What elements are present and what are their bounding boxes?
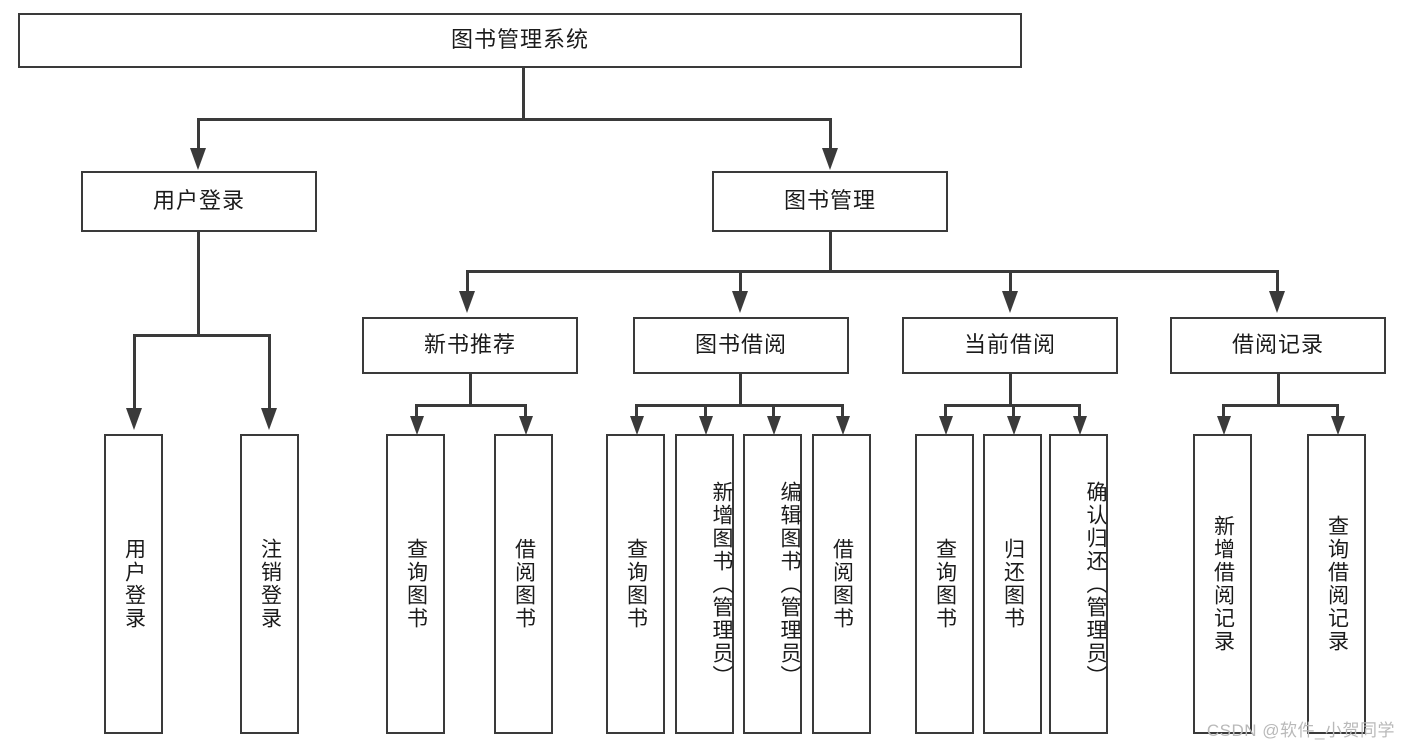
arrow-to-new-book-recommend [459, 291, 475, 313]
connector-nbr-stem [469, 374, 472, 406]
leaf-cb-confirm-return[interactable]: 确认归还（管理员） [1049, 434, 1108, 734]
leaf-br-add-record[interactable]: 新增借阅记录 [1193, 434, 1252, 734]
node-book-manage[interactable]: 图书管理 [712, 171, 948, 232]
connector-level2-drop-left [197, 118, 200, 150]
leaf-bb-query-book[interactable]: 查询图书 [606, 434, 665, 734]
leaf-user-login[interactable]: 用户登录 [104, 434, 163, 734]
connector-bb-drop-1 [635, 404, 638, 418]
connector-user-login-drop-1 [133, 334, 136, 409]
node-root[interactable]: 图书管理系统 [18, 13, 1022, 68]
leaf-nbr-borrow-book[interactable]: 借阅图书 [494, 434, 553, 734]
arrow-to-leaf-bb-add [699, 416, 713, 435]
leaf-cb-query-book-label: 查询图书 [933, 538, 957, 630]
connector-level3-drop-4 [1276, 270, 1279, 293]
arrow-to-book-borrow [732, 291, 748, 313]
arrow-to-book-manage [822, 148, 838, 170]
connector-nbr-drop-2 [524, 404, 527, 418]
node-user-login[interactable]: 用户登录 [81, 171, 317, 232]
connector-cb-drop-1 [944, 404, 947, 418]
leaf-br-query-record-label: 查询借阅记录 [1325, 515, 1349, 653]
connector-root-stem [522, 68, 525, 119]
connector-bb-drop-3 [772, 404, 775, 418]
leaf-cb-return-book-label: 归还图书 [1001, 538, 1025, 630]
leaf-nbr-query-book[interactable]: 查询图书 [386, 434, 445, 734]
leaf-nbr-query-book-label: 查询图书 [404, 538, 428, 630]
leaf-bb-query-book-label: 查询图书 [624, 538, 648, 630]
arrow-to-leaf-bb-edit [767, 416, 781, 435]
node-root-label: 图书管理系统 [450, 27, 589, 53]
connector-bb-drop-2 [704, 404, 707, 418]
arrow-to-leaf-bb-borrow [836, 416, 850, 435]
connector-br-stem [1277, 374, 1280, 406]
arrow-to-leaf-cb-return [1007, 416, 1021, 435]
leaf-bb-edit-book-label: 编辑图书（管理员） [778, 480, 801, 688]
leaf-cb-query-book[interactable]: 查询图书 [915, 434, 974, 734]
leaf-br-add-record-label: 新增借阅记录 [1211, 515, 1235, 653]
connector-cb-stem [1009, 374, 1012, 406]
arrow-to-borrow-record [1269, 291, 1285, 313]
connector-br-drop-1 [1222, 404, 1225, 418]
connector-user-login-stem [197, 232, 200, 336]
leaf-cb-confirm-return-label: 确认归还（管理员） [1084, 480, 1107, 688]
connector-nbr-bar [415, 404, 527, 407]
connector-level3-drop-2 [739, 270, 742, 293]
leaf-bb-edit-book[interactable]: 编辑图书（管理员） [743, 434, 802, 734]
leaf-bb-add-book[interactable]: 新增图书（管理员） [675, 434, 734, 734]
node-book-manage-label: 图书管理 [783, 188, 876, 214]
connector-level3-bar [466, 270, 1279, 273]
node-borrow-record-label: 借阅记录 [1231, 332, 1324, 358]
arrow-to-leaf-cb-query [939, 416, 953, 435]
arrow-to-leaf-cb-confirm [1073, 416, 1087, 435]
node-user-login-label: 用户登录 [152, 188, 245, 214]
node-borrow-record[interactable]: 借阅记录 [1170, 317, 1386, 374]
leaf-br-query-record[interactable]: 查询借阅记录 [1307, 434, 1366, 734]
csdn-watermark: CSDN @软件_小贺同学 [1206, 721, 1395, 740]
connector-bb-drop-4 [841, 404, 844, 418]
connector-cb-drop-2 [1012, 404, 1015, 418]
arrow-to-leaf-br-query [1331, 416, 1345, 435]
arrow-to-leaf-user-login [126, 408, 142, 430]
node-new-book-recommend[interactable]: 新书推荐 [362, 317, 578, 374]
arrow-to-user-login [190, 148, 206, 170]
connector-cb-drop-3 [1078, 404, 1081, 418]
connector-level2-bar [197, 118, 832, 121]
node-current-borrow-label: 当前借阅 [963, 332, 1056, 358]
arrow-to-current-borrow [1002, 291, 1018, 313]
leaf-bb-borrow-book-label: 借阅图书 [830, 538, 854, 630]
arrow-to-leaf-bb-query [630, 416, 644, 435]
node-current-borrow[interactable]: 当前借阅 [902, 317, 1118, 374]
connector-bb-stem [739, 374, 742, 406]
node-new-book-recommend-label: 新书推荐 [423, 332, 516, 358]
node-book-borrow-label: 图书借阅 [694, 332, 787, 358]
connector-bb-bar [635, 404, 844, 407]
connector-level3-drop-3 [1009, 270, 1012, 293]
leaf-bb-add-book-label: 新增图书（管理员） [710, 480, 733, 688]
node-book-borrow[interactable]: 图书借阅 [633, 317, 849, 374]
leaf-user-login-label: 用户登录 [122, 538, 146, 630]
connector-br-drop-2 [1336, 404, 1339, 418]
connector-br-bar [1222, 404, 1339, 407]
connector-nbr-drop-1 [415, 404, 418, 418]
connector-level2-drop-right [829, 118, 832, 150]
connector-level3-drop-1 [466, 270, 469, 293]
arrow-to-leaf-nbr-query [410, 416, 424, 435]
leaf-cb-return-book[interactable]: 归还图书 [983, 434, 1042, 734]
connector-user-login-drop-2 [268, 334, 271, 409]
leaf-logout-label: 注销登录 [258, 538, 282, 630]
arrow-to-leaf-nbr-borrow [519, 416, 533, 435]
connector-book-manage-stem [829, 232, 832, 272]
leaf-nbr-borrow-book-label: 借阅图书 [512, 538, 536, 630]
leaf-bb-borrow-book[interactable]: 借阅图书 [812, 434, 871, 734]
connector-user-login-bar [133, 334, 271, 337]
arrow-to-leaf-br-add [1217, 416, 1231, 435]
arrow-to-leaf-logout [261, 408, 277, 430]
leaf-logout[interactable]: 注销登录 [240, 434, 299, 734]
